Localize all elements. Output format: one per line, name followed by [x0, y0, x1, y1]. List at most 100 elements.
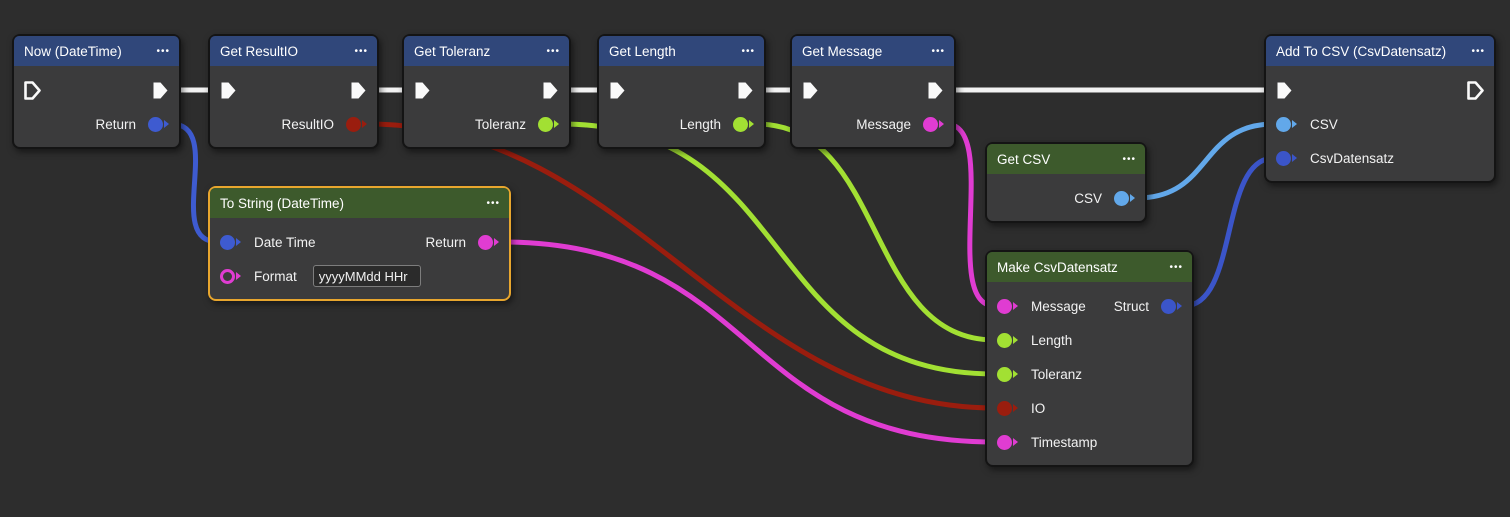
node-menu-button[interactable]: ••• [354, 45, 368, 57]
pin-row: ResultIO [210, 107, 377, 141]
pin-chevron-icon [749, 120, 754, 128]
exec-in-cell [220, 81, 237, 100]
pin-length[interactable] [997, 332, 1018, 348]
wire-now-return-to-to-string-date-time[interactable] [168, 121, 221, 245]
pin-message[interactable] [997, 298, 1018, 314]
exec-in-cell [414, 81, 431, 100]
exec-out-cell [350, 81, 367, 100]
pin-struct[interactable] [1161, 298, 1182, 314]
wire-make-csvdatensatz-struct-to-add-to-csv-csvdatensatz[interactable] [1181, 155, 1277, 309]
pin-toleranz[interactable] [997, 366, 1018, 382]
input-cell: Message [997, 298, 1086, 314]
exec-out-cell [542, 81, 559, 100]
pin-chevron-icon [939, 120, 944, 128]
output-label: Return [95, 116, 136, 132]
wire-get-csv-csv-to-add-to-csv-csv[interactable] [1134, 121, 1277, 201]
pin-chevron-icon [1013, 370, 1018, 378]
input-cell: Date Time [220, 234, 316, 250]
pin-row: Toleranz [404, 107, 569, 141]
node-title: Make CsvDatensatz [997, 259, 1118, 275]
pin-return[interactable] [478, 234, 499, 250]
node-get-csv[interactable]: Get CSV•••CSV [985, 142, 1147, 223]
exec-out-pin[interactable] [1467, 80, 1484, 100]
format-input[interactable] [312, 265, 421, 287]
exec-in-pin[interactable] [24, 80, 41, 100]
return-pin-dot [478, 234, 493, 250]
input-cell: IO [997, 400, 1045, 416]
input-cell: Length [997, 332, 1073, 348]
node-get-resultio[interactable]: Get ResultIO ••• ResultIO [208, 34, 379, 149]
input-label: Length [1031, 332, 1073, 348]
exec-in-pin[interactable] [609, 81, 626, 100]
exec-in-pin[interactable] [1276, 81, 1293, 100]
pin-timestamp[interactable] [997, 434, 1018, 450]
node-menu-button[interactable]: ••• [1471, 45, 1485, 57]
output-cell: Length [680, 116, 754, 132]
exec-out-cell [1467, 80, 1484, 100]
node-now[interactable]: Now (DateTime)••• Return [12, 34, 181, 149]
exec-out-pin[interactable] [152, 81, 169, 100]
exec-out-pin[interactable] [927, 81, 944, 100]
length-pin-dot [997, 332, 1012, 348]
pin-format[interactable] [220, 268, 241, 284]
node-menu-button[interactable]: ••• [156, 45, 170, 57]
output-cell: Return [425, 234, 499, 250]
node-menu-button[interactable]: ••• [741, 45, 755, 57]
output-cell: Toleranz [475, 116, 559, 132]
pin-csv[interactable] [1114, 190, 1135, 206]
node-menu-button[interactable]: ••• [486, 197, 500, 209]
pin-message[interactable] [923, 116, 944, 132]
io-pin-dot [997, 400, 1012, 416]
input-cell: Toleranz [997, 366, 1082, 382]
node-menu-button[interactable]: ••• [1169, 261, 1183, 273]
node-get-length[interactable]: Get Length•••Length [597, 34, 766, 149]
node-menu-button[interactable]: ••• [546, 45, 560, 57]
pin-toleranz[interactable] [538, 116, 559, 132]
format-pin-dot [220, 268, 235, 284]
exec-in-pin[interactable] [802, 81, 819, 100]
wire-get-length-length-to-make-csvdatensatz-length[interactable] [753, 121, 998, 343]
wire-get-message-message-to-make-csvdatensatz-message[interactable] [943, 121, 998, 309]
exec-out-pin[interactable] [737, 81, 754, 100]
input-label: Message [1031, 298, 1086, 314]
node-header: Get Message••• [792, 36, 954, 66]
exec-in-pin[interactable] [220, 81, 237, 100]
node-title: Get Toleranz [414, 43, 491, 59]
node-header: Make CsvDatensatz ••• [987, 252, 1192, 282]
node-menu-button[interactable]: ••• [931, 45, 945, 57]
pin-io[interactable] [997, 400, 1018, 416]
pin-date-time[interactable] [220, 234, 241, 250]
pin-resultio[interactable] [346, 116, 367, 132]
exec-out-pin[interactable] [350, 81, 367, 100]
message-pin-dot [923, 116, 938, 132]
output-label: Message [856, 116, 911, 132]
pin-row: Date Time Return [210, 225, 509, 259]
node-body: Return [14, 66, 179, 147]
pin-row: Return [14, 107, 179, 141]
pin-length[interactable] [733, 116, 754, 132]
node-header: Now (DateTime)••• [14, 36, 179, 66]
pin-chevron-icon [362, 120, 367, 128]
output-label: CSV [1074, 190, 1102, 206]
node-get-toleranz[interactable]: Get Toleranz ••• Toleranz [402, 34, 571, 149]
input-label: Timestamp [1031, 434, 1098, 450]
pin-row: Format [210, 259, 509, 293]
pin-return[interactable] [148, 116, 169, 132]
node-body: Toleranz [404, 66, 569, 147]
input-cell: CSV [1276, 116, 1338, 132]
exec-in-pin[interactable] [414, 81, 431, 100]
node-get-message[interactable]: Get Message••• Message [790, 34, 956, 149]
pin-chevron-icon [164, 120, 169, 128]
wire-to-string-return-to-make-csvdatensatz-timestamp[interactable] [498, 239, 998, 445]
pin-csv[interactable] [1276, 116, 1297, 132]
node-title: Get ResultIO [220, 43, 299, 59]
exec-out-pin[interactable] [542, 81, 559, 100]
pin-csvdatensatz[interactable] [1276, 150, 1297, 166]
node-menu-button[interactable]: ••• [1122, 153, 1136, 165]
node-body: Message [792, 66, 954, 147]
